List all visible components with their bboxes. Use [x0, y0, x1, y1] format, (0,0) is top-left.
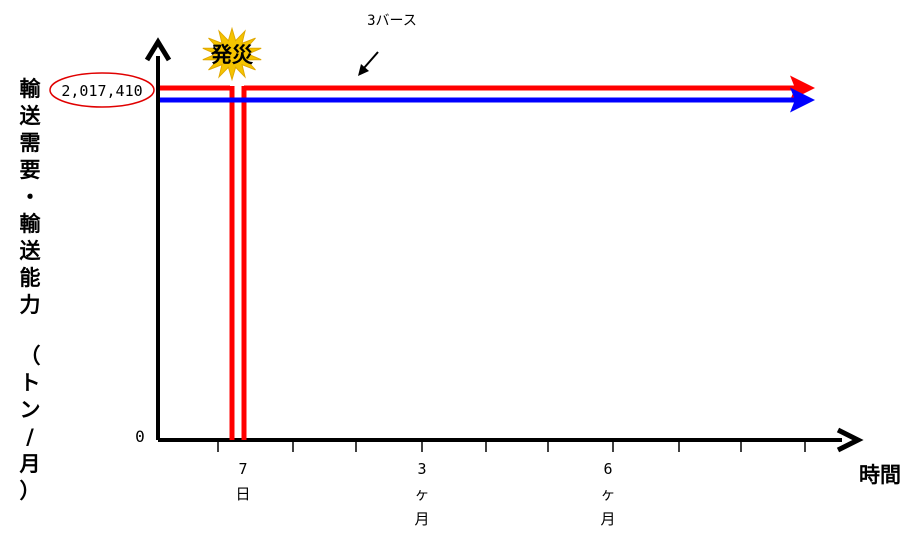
- y-tick-label-max: 2,017,410: [61, 82, 142, 100]
- x-tick-label: 3: [417, 460, 426, 478]
- x-tick-label: 月: [414, 510, 429, 528]
- y-tick-label-zero: 0: [135, 427, 145, 446]
- burst-icon: [202, 26, 262, 82]
- x-tick-label: 6: [603, 460, 612, 478]
- axes: [144, 37, 864, 453]
- event-label: 発災: [210, 43, 254, 67]
- series-layer: [160, 75, 815, 440]
- x-tick-label: ヶ: [414, 485, 429, 503]
- annotation-arrow: [363, 51, 379, 69]
- x-tick-label: ヶ: [600, 485, 615, 503]
- x-tick-label: 月: [600, 510, 615, 528]
- x-tick-label: 日: [235, 485, 250, 503]
- highlight-ellipse: [49, 72, 155, 108]
- x-tick-label: 7: [238, 460, 247, 478]
- y-axis-label: 輸送需要・輸送能力 （トン/月）: [19, 77, 42, 503]
- x-axis-arrowhead: [836, 427, 864, 453]
- annotation-text: 3バース: [367, 13, 417, 29]
- x-axis-label: 時間: [859, 463, 901, 487]
- annotation: 3バース: [358, 13, 417, 76]
- annotation-arrowhead: [358, 64, 369, 76]
- disaster-event-burst: 発災: [202, 26, 262, 82]
- y-axis-arrowhead: [144, 37, 172, 62]
